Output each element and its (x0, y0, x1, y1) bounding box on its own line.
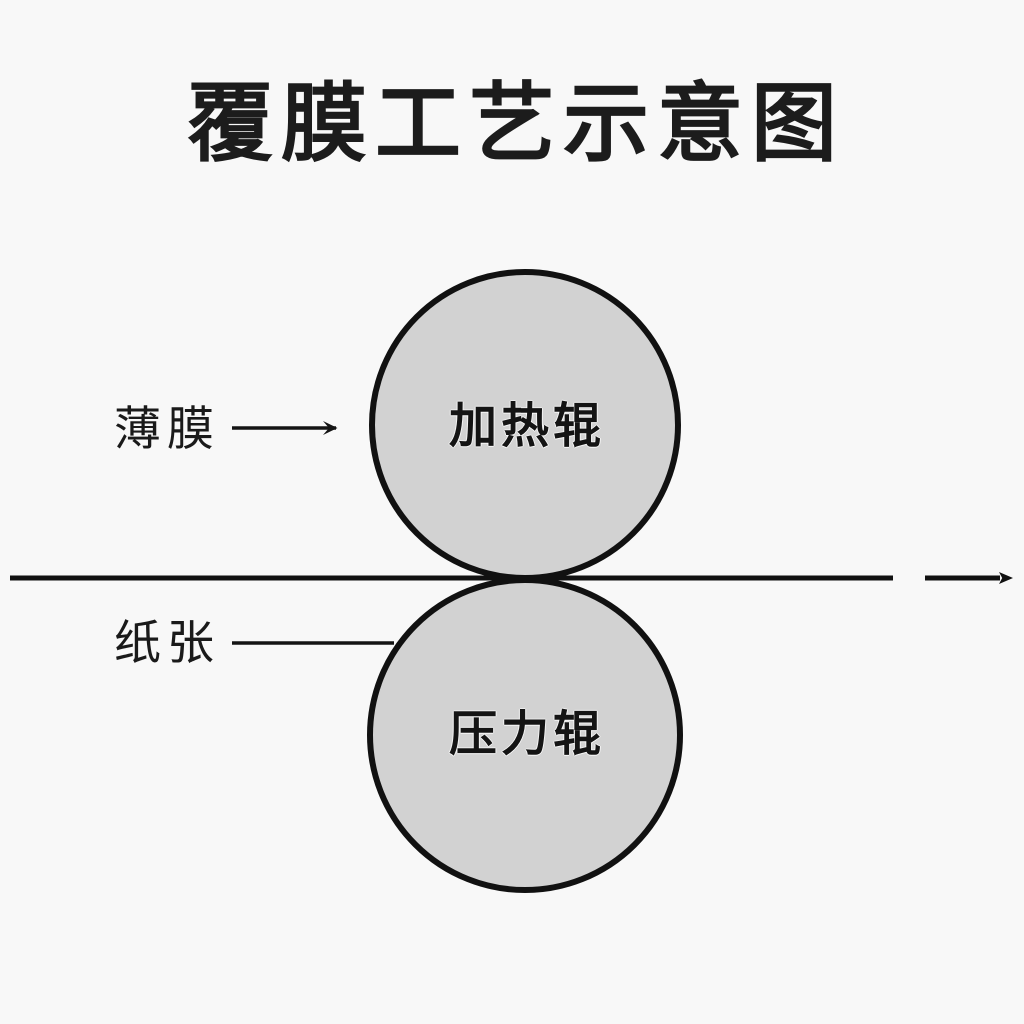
film-callout-label: 薄膜 (114, 402, 220, 455)
paper-callout-label: 纸张 (114, 616, 220, 669)
page-title: 覆膜工艺示意图 (187, 76, 845, 172)
heat-roller-label: 加热辊 (448, 400, 605, 453)
press-roller-label: 压力辊 (448, 708, 605, 761)
